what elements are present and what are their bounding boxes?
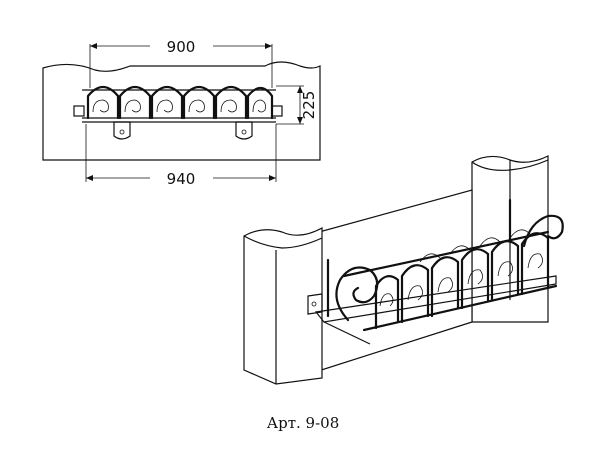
- elevation-bracket-right: [235, 121, 253, 140]
- elevation-arches: [86, 85, 274, 120]
- perspective-scrolls: [335, 214, 564, 330]
- dimension-top-width: 900: [167, 38, 196, 56]
- front-elevation: 900 940 225: [42, 38, 321, 188]
- elevation-bracket-left: [113, 121, 131, 140]
- article-caption: Арт. 9-08: [266, 414, 340, 432]
- dimension-height: 225: [300, 91, 318, 120]
- perspective-view: [243, 155, 564, 385]
- dimension-bottom-width: 940: [167, 170, 196, 188]
- pillar-left: [243, 226, 323, 385]
- basket-base: [314, 275, 557, 323]
